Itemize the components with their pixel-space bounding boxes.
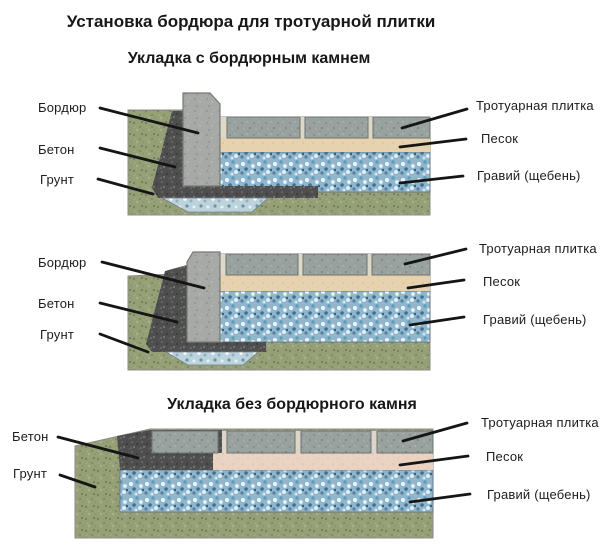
label-soil: Грунт	[13, 466, 48, 481]
label-concrete: Бетон	[38, 296, 75, 311]
paving-tile	[151, 430, 219, 454]
sand-layer	[213, 453, 433, 470]
gravel-layer	[219, 290, 431, 343]
paving-tile	[225, 253, 299, 276]
curb-stone	[186, 251, 221, 343]
section-title-with-curb: Укладка с бордюрным камнем	[127, 50, 371, 67]
diagram-without-curb	[74, 428, 434, 539]
paving-tile	[304, 116, 369, 139]
gravel-pocket	[161, 197, 270, 213]
label-sand: Песок	[481, 131, 519, 146]
sand-layer	[220, 138, 430, 152]
concrete-footing	[146, 265, 266, 352]
label-sand: Песок	[486, 449, 524, 464]
gravel-pocket	[164, 351, 260, 366]
paving-tile	[302, 253, 368, 276]
page-title: Установка бордюра для тротуарной плитки	[66, 12, 436, 31]
paving-tile	[300, 430, 372, 454]
sand-layer	[220, 275, 430, 291]
gravel-layer	[119, 469, 434, 513]
label-concrete: Бетон	[12, 429, 49, 444]
paving-tile	[226, 430, 296, 454]
label-soil: Грунт	[40, 172, 75, 187]
label-paving-tile: Тротуарная плитка	[481, 415, 599, 430]
diagram-with-curb-flush	[127, 251, 431, 371]
label-gravel: Гравий (щебень)	[487, 487, 591, 502]
gravel-layer	[219, 151, 431, 193]
paving-tile	[226, 116, 301, 139]
label-concrete: Бетон	[38, 142, 75, 157]
label-paving-tile: Тротуарная плитка	[479, 241, 597, 256]
section-title-without-curb: Укладка без бордюрного камня	[167, 396, 417, 413]
label-sand: Песок	[483, 274, 521, 289]
label-soil: Грунт	[40, 327, 75, 342]
label-gravel: Гравий (щебень)	[483, 312, 587, 327]
curb-stone	[182, 92, 221, 187]
concrete-footing	[152, 111, 318, 198]
label-curb: Бордюр	[38, 255, 87, 270]
label-curb: Бордюр	[38, 100, 87, 115]
diagram-with-curb-raised	[127, 92, 431, 216]
label-paving-tile: Тротуарная плитка	[476, 98, 594, 113]
label-gravel: Гравий (щебень)	[477, 168, 581, 183]
paving-tile	[371, 253, 431, 276]
leader-lines	[56, 106, 472, 504]
